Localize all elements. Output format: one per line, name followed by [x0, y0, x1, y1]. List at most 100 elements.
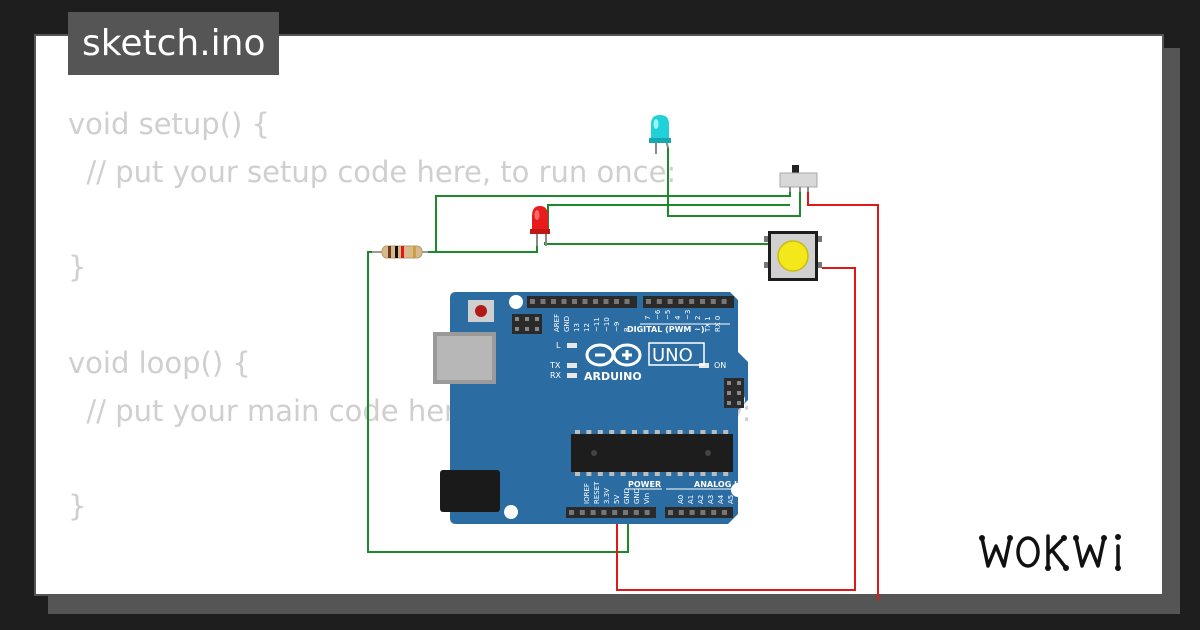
pin-label: TX 1 — [704, 316, 712, 333]
icsp2-header — [724, 378, 744, 408]
resistor-band — [401, 246, 404, 258]
pin-hole — [593, 299, 598, 304]
chip-pin — [700, 472, 706, 476]
chip-pin — [677, 430, 683, 434]
chip-pin — [643, 472, 649, 476]
wire-red-switch-to-5v[interactable] — [807, 190, 879, 600]
pin-label: GND — [623, 488, 631, 504]
red-led[interactable] — [530, 206, 550, 246]
pin-hole — [689, 510, 695, 515]
power-header-label: POWER — [628, 480, 661, 489]
pin-hole — [561, 299, 567, 304]
chip-pin — [575, 430, 580, 434]
board-brand: ARDUINO — [584, 370, 642, 383]
pin-hole — [540, 299, 546, 304]
wire-red-button-to-5v[interactable] — [616, 267, 856, 591]
usb-port-inner — [437, 336, 492, 380]
chip-pin — [689, 430, 694, 434]
pin-label: IOREF — [583, 483, 591, 504]
pin-label: A4 — [717, 494, 725, 504]
chip-pin — [723, 472, 729, 476]
pin-hole — [530, 299, 535, 304]
pin-label: ~6 — [654, 309, 662, 320]
slide-switch[interactable] — [779, 165, 818, 192]
pin-label: Vin — [643, 493, 651, 504]
chip-pin — [597, 430, 603, 434]
bottom-pin-holes — [569, 510, 727, 515]
pin-label: 4 — [674, 315, 682, 320]
wire-green-resistor-to-led[interactable] — [422, 234, 538, 253]
pin-hole — [710, 299, 716, 304]
pin-hole — [614, 299, 619, 304]
power-jack — [440, 470, 500, 512]
chip-pin — [609, 430, 615, 434]
pin-label: A3 — [707, 495, 715, 504]
pin-label: ~3 — [684, 310, 692, 320]
chip-pin — [586, 472, 592, 476]
code-line: void loop() { — [68, 345, 251, 380]
resistor[interactable] — [372, 245, 428, 259]
wire-green-cyan-led-to-switch[interactable] — [667, 147, 801, 217]
resistor-band — [413, 246, 416, 258]
chip-pin — [666, 430, 672, 434]
pin-label: RESET — [593, 481, 601, 504]
chip-pin — [620, 472, 626, 476]
chip-pin — [666, 472, 672, 476]
pin-hole — [656, 299, 662, 304]
push-button-cap[interactable] — [777, 240, 809, 272]
pin-label: GND — [633, 488, 641, 504]
analog-header-label: ANALOG IN — [694, 480, 744, 489]
pin-label: 13 — [573, 323, 581, 332]
pin-hole — [612, 510, 618, 515]
code-line: // put your setup code here, to run once… — [68, 154, 677, 189]
chip-pin — [620, 430, 626, 434]
analog-header — [665, 507, 733, 518]
pin-hole — [572, 299, 577, 304]
slide-switch-handle[interactable] — [792, 165, 799, 173]
chip-pin — [575, 472, 580, 476]
atmega-chip — [571, 434, 733, 472]
chip-pin — [723, 430, 729, 434]
pin-hole — [721, 299, 727, 304]
chip-pin — [654, 472, 660, 476]
led-tx-label: TX — [549, 361, 561, 370]
pin-label: ~10 — [603, 317, 611, 332]
pin-label: A0 — [677, 495, 685, 504]
pin-hole — [551, 299, 556, 304]
pin-label: A1 — [687, 495, 695, 504]
chip-pins — [575, 430, 729, 476]
pin-label: A5 — [727, 495, 735, 504]
pin-label: AREF — [553, 314, 561, 332]
pin-hole — [633, 510, 639, 515]
chip-pin — [654, 430, 660, 434]
arduino-uno-board[interactable]: AREF GND 13 12 ~11 ~10 ~9 8 7 ~6 ~5 4 ~3… — [433, 292, 748, 524]
mounting-hole — [731, 483, 745, 497]
arduino-infinity-icon — [585, 343, 642, 367]
wire-green-led-to-switch[interactable] — [435, 190, 791, 252]
pin-hole — [644, 510, 650, 515]
reset-button-cap[interactable] — [475, 305, 487, 317]
chip-pin — [700, 430, 706, 434]
resistor-band — [388, 246, 391, 258]
digital-header-label: DIGITAL (PWM ~) — [627, 325, 705, 334]
wire-green-redled-to-button[interactable] — [544, 242, 770, 245]
push-button[interactable] — [764, 231, 822, 281]
pin-hole — [678, 299, 684, 304]
pin-hole — [569, 510, 574, 515]
pin-label: 8 — [623, 328, 631, 332]
pin-hole — [646, 299, 651, 304]
pin-hole — [624, 299, 630, 304]
pin-hole — [711, 510, 717, 515]
pin-hole — [722, 510, 727, 515]
pin-hole — [601, 510, 607, 515]
power-header — [566, 507, 656, 518]
chip-pin — [689, 472, 694, 476]
pin-hole — [582, 299, 588, 304]
code-line: } — [68, 250, 87, 285]
file-tab[interactable]: sketch.ino — [68, 12, 280, 75]
chip-pin — [711, 472, 717, 476]
cyan-led[interactable] — [649, 115, 671, 154]
pin-hole — [603, 299, 609, 304]
pin-label: A2 — [697, 495, 705, 504]
